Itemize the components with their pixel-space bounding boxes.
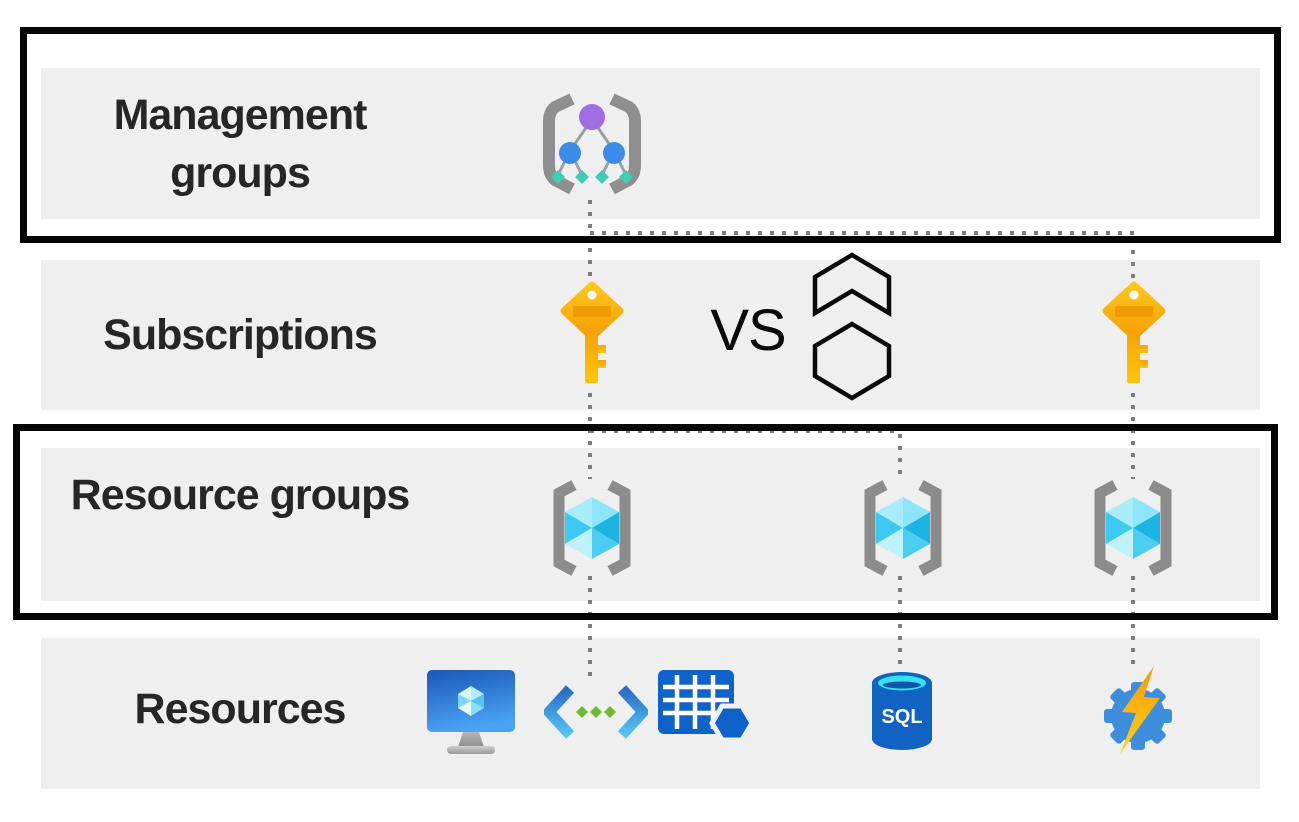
row-management-groups — [41, 68, 1260, 219]
row-resource-groups — [41, 448, 1260, 601]
sql-database-icon: SQL — [871, 671, 933, 753]
subscription-key-icon — [560, 281, 624, 387]
row-subscriptions — [41, 260, 1260, 410]
connector-mgmt-horizontal — [590, 231, 1135, 235]
sql-text: SQL — [881, 706, 922, 728]
row-resources — [41, 638, 1260, 789]
automation-gear-icon — [1098, 666, 1182, 758]
resource-groups-highlight-box — [13, 424, 1278, 620]
connector-key1-to-rg1 — [588, 393, 592, 479]
resource-group-icon — [542, 480, 642, 576]
connector-key2-to-rg3 — [1131, 393, 1135, 479]
connector-branch-to-key2 — [1131, 238, 1135, 284]
resource-group-icon — [1083, 480, 1183, 576]
management-group-icon — [530, 93, 654, 195]
management-groups-highlight-box — [20, 27, 1281, 243]
row-label-resources: Resources — [134, 685, 347, 733]
connector-rg1-to-resources — [588, 576, 592, 676]
row-label-management-groups: Management groups — [113, 91, 368, 197]
connector-subscription-horizontal — [590, 429, 902, 433]
row-label-resource-groups: Resource groups — [70, 471, 411, 519]
connector-rg2-to-sql — [898, 576, 902, 672]
stacked-hexagons-icon — [809, 252, 895, 402]
connector-branch-to-rg2 — [898, 434, 902, 480]
api-code-icon — [544, 684, 648, 740]
subscription-key-icon — [1102, 281, 1166, 387]
table-storage-icon — [658, 670, 754, 752]
resource-group-icon — [853, 480, 953, 576]
virtual-machine-icon — [427, 670, 515, 755]
row-label-subscriptions: Subscriptions — [103, 311, 378, 359]
vs-label: VS — [710, 298, 786, 363]
connector-rg3-to-automation — [1131, 576, 1135, 666]
